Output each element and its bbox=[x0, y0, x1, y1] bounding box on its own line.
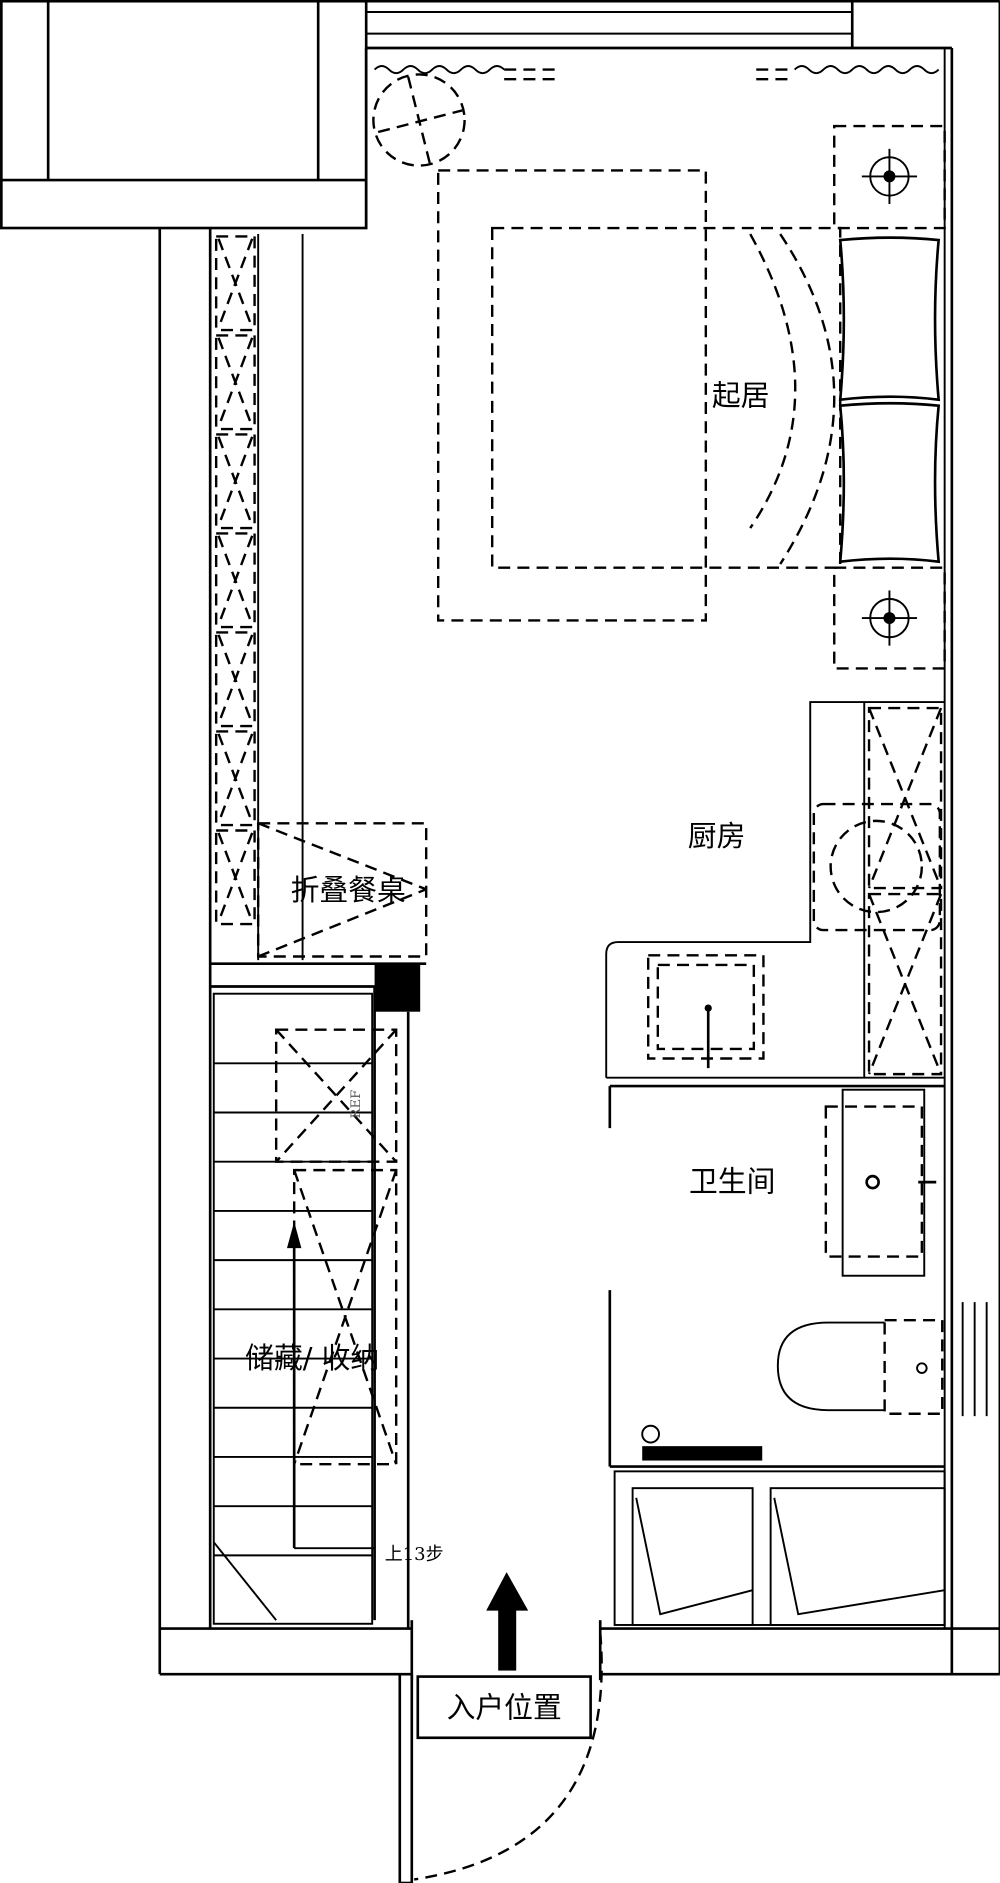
folding-table[interactable] bbox=[256, 822, 428, 958]
left-wall bbox=[158, 228, 212, 1675]
stairs-label: 上13步 bbox=[385, 1544, 444, 1565]
top-wall-window bbox=[364, 0, 1000, 229]
kitchen-label: 厨房 bbox=[688, 819, 746, 853]
wardrobe-cabinets bbox=[214, 234, 304, 961]
living-room-label: 起居 bbox=[712, 379, 770, 413]
bed bbox=[436, 169, 941, 622]
wardrobe-cell[interactable] bbox=[214, 730, 256, 827]
storage-label: 储藏/ 收纳 bbox=[245, 1341, 379, 1375]
entrance-label-box bbox=[416, 1675, 592, 1740]
toilet bbox=[776, 1318, 944, 1415]
staircase[interactable] bbox=[212, 992, 398, 1625]
balcony bbox=[0, 0, 368, 230]
wardrobe-cell[interactable] bbox=[214, 829, 256, 926]
wardrobe-cell[interactable] bbox=[214, 334, 256, 431]
wardrobe-cell[interactable] bbox=[214, 631, 256, 728]
bathroom-label: 卫生间 bbox=[689, 1165, 775, 1199]
bathroom-walls bbox=[608, 1084, 945, 1468]
fan-icon bbox=[372, 73, 466, 167]
nightstand-lamp-icon bbox=[833, 566, 946, 670]
entrance-arrow-icon bbox=[486, 1572, 529, 1671]
shoe-cabinet[interactable] bbox=[613, 1470, 946, 1626]
partition-wall bbox=[210, 962, 427, 1629]
water-heater-icon bbox=[641, 1424, 763, 1461]
washing-machine bbox=[812, 802, 942, 932]
appliance-label: REF bbox=[349, 1090, 364, 1119]
wardrobe-cell[interactable] bbox=[214, 235, 256, 332]
wardrobe-cell[interactable] bbox=[214, 532, 256, 629]
kitchen-sink bbox=[647, 954, 765, 1069]
bottom-wall bbox=[159, 1620, 1000, 1681]
entrance-label: 入户位置 bbox=[447, 1690, 562, 1724]
nightstand-lamp-icon bbox=[833, 124, 946, 230]
right-wall bbox=[943, 1, 1000, 1675]
entrance-door[interactable] bbox=[398, 1632, 603, 1883]
wardrobe-cell[interactable] bbox=[214, 433, 256, 530]
folding-table-label: 折叠餐桌 bbox=[291, 873, 406, 907]
kitchen-counter bbox=[605, 701, 945, 1079]
curtains bbox=[373, 65, 940, 81]
bathroom-vanity bbox=[824, 1088, 937, 1277]
